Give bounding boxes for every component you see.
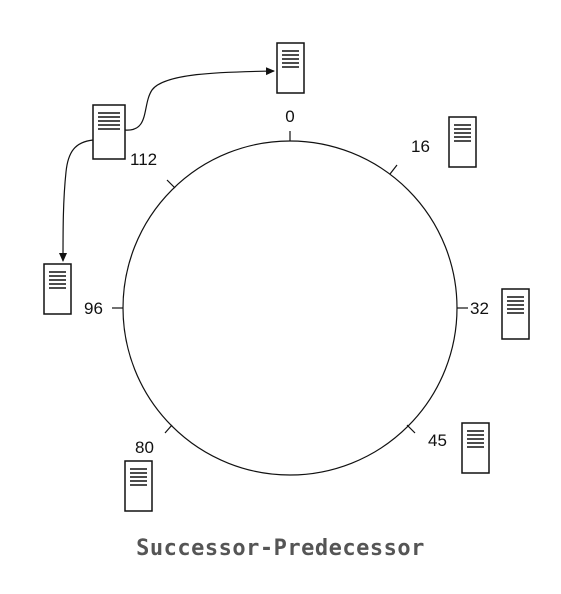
tick-112	[166, 179, 176, 189]
tick-80	[164, 424, 173, 434]
server-icon-45	[461, 422, 490, 474]
node-label-112: 112	[130, 150, 157, 169]
diagram-caption: Successor-Predecessor	[136, 536, 425, 561]
server-icon-0	[276, 42, 305, 94]
tick-16	[389, 164, 398, 175]
node-label-0: 0	[285, 107, 294, 126]
arrow-112-to-96	[59, 139, 94, 262]
arrow-112-to-0	[124, 67, 275, 131]
tick-45	[406, 424, 416, 434]
server-icon-96	[43, 263, 72, 315]
node-label-32: 32	[470, 299, 489, 318]
server-icon-32	[501, 288, 530, 340]
node-label-80: 80	[135, 438, 154, 457]
node-label-16: 16	[411, 137, 430, 156]
server-icon-112	[92, 104, 126, 160]
server-icon-16	[448, 116, 477, 168]
ring-circle	[122, 140, 458, 476]
server-icon-80	[124, 460, 153, 512]
node-label-45: 45	[428, 431, 447, 450]
node-label-96: 96	[84, 299, 103, 318]
